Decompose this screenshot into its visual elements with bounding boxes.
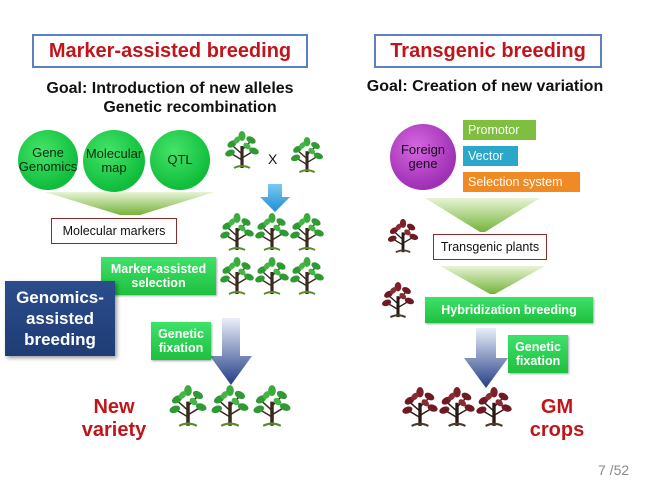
circle-label: Gene <box>32 145 64 160</box>
circle-label: gene <box>408 156 438 171</box>
gm-crops-label: GM crops <box>522 396 592 442</box>
vector-tag: Vector <box>463 146 518 166</box>
result-line: crops <box>529 419 585 441</box>
promotor-tag: Promotor <box>463 120 536 140</box>
result-line: variety <box>81 419 147 441</box>
qtl-circle: QTL <box>150 130 210 190</box>
molecular-markers-box: Molecular markers <box>51 218 177 244</box>
result-line: GM <box>540 396 574 418</box>
right-funnel-middle <box>440 266 545 294</box>
transgenic-plant-icon <box>437 385 477 427</box>
plant-icon <box>209 384 251 427</box>
circle-label: QTL <box>167 152 193 167</box>
transgenic-plant-icon <box>400 385 440 427</box>
plant-icon <box>251 384 293 427</box>
left-goal-line1: Goal: Introduction of new alleles <box>46 80 294 97</box>
left-goal-line2: Genetic recombination <box>103 99 277 116</box>
transgenic-title: Transgenic breeding <box>374 34 602 68</box>
transgenic-plant-icon <box>474 385 514 427</box>
mas-label: selection <box>131 276 186 290</box>
right-main-arrow <box>464 328 508 388</box>
circle-label: map <box>101 160 127 175</box>
marker-assisted-title: Marker-assisted breeding <box>32 34 308 68</box>
plant-icon <box>288 256 326 295</box>
gab-label: assisted <box>25 309 95 328</box>
fixation-label: Genetic <box>515 340 561 354</box>
plant-icon <box>223 130 261 169</box>
selection-system-tag: Selection system <box>463 172 580 192</box>
plant-icon <box>218 256 256 295</box>
right-goal: Goal: Creation of new variation <box>366 78 604 95</box>
left-main-arrow <box>210 318 252 385</box>
plant-icon <box>218 212 256 251</box>
transgenic-plant-icon <box>380 281 416 319</box>
fixation-label: Genetic <box>158 327 204 341</box>
transgenic-plant-icon <box>386 217 420 254</box>
plant-icon <box>289 135 325 174</box>
plant-icon <box>167 384 209 427</box>
mas-label: Marker-assisted <box>110 262 207 276</box>
page-number: 7 /52 <box>598 462 630 478</box>
plant-icon <box>253 212 291 251</box>
result-line: New <box>93 396 135 418</box>
fixation-label: fixation <box>158 341 204 355</box>
plant-icon <box>253 256 291 295</box>
fixation-label: fixation <box>515 354 561 368</box>
left-goal: Goal: Introduction of new alleles Geneti… <box>20 79 320 117</box>
plant-icon <box>288 212 326 251</box>
circle-label: Genomics <box>18 159 78 174</box>
gab-label: breeding <box>24 330 96 349</box>
right-funnel-top <box>425 198 540 232</box>
cross-symbol: X <box>268 151 278 167</box>
transgenic-plants-box: Transgenic plants <box>433 234 547 260</box>
circle-label: Molecular <box>85 146 143 161</box>
hybridization-breeding-box: Hybridization breeding <box>425 297 593 323</box>
gab-label: Genomics- <box>16 288 104 307</box>
circle-label: Foreign <box>400 142 446 157</box>
genomics-assisted-breeding-box: Genomics- assisted breeding <box>5 281 115 356</box>
new-variety-label: New variety <box>72 396 156 442</box>
left-funnel <box>45 192 215 215</box>
cross-down-arrow <box>260 184 290 212</box>
